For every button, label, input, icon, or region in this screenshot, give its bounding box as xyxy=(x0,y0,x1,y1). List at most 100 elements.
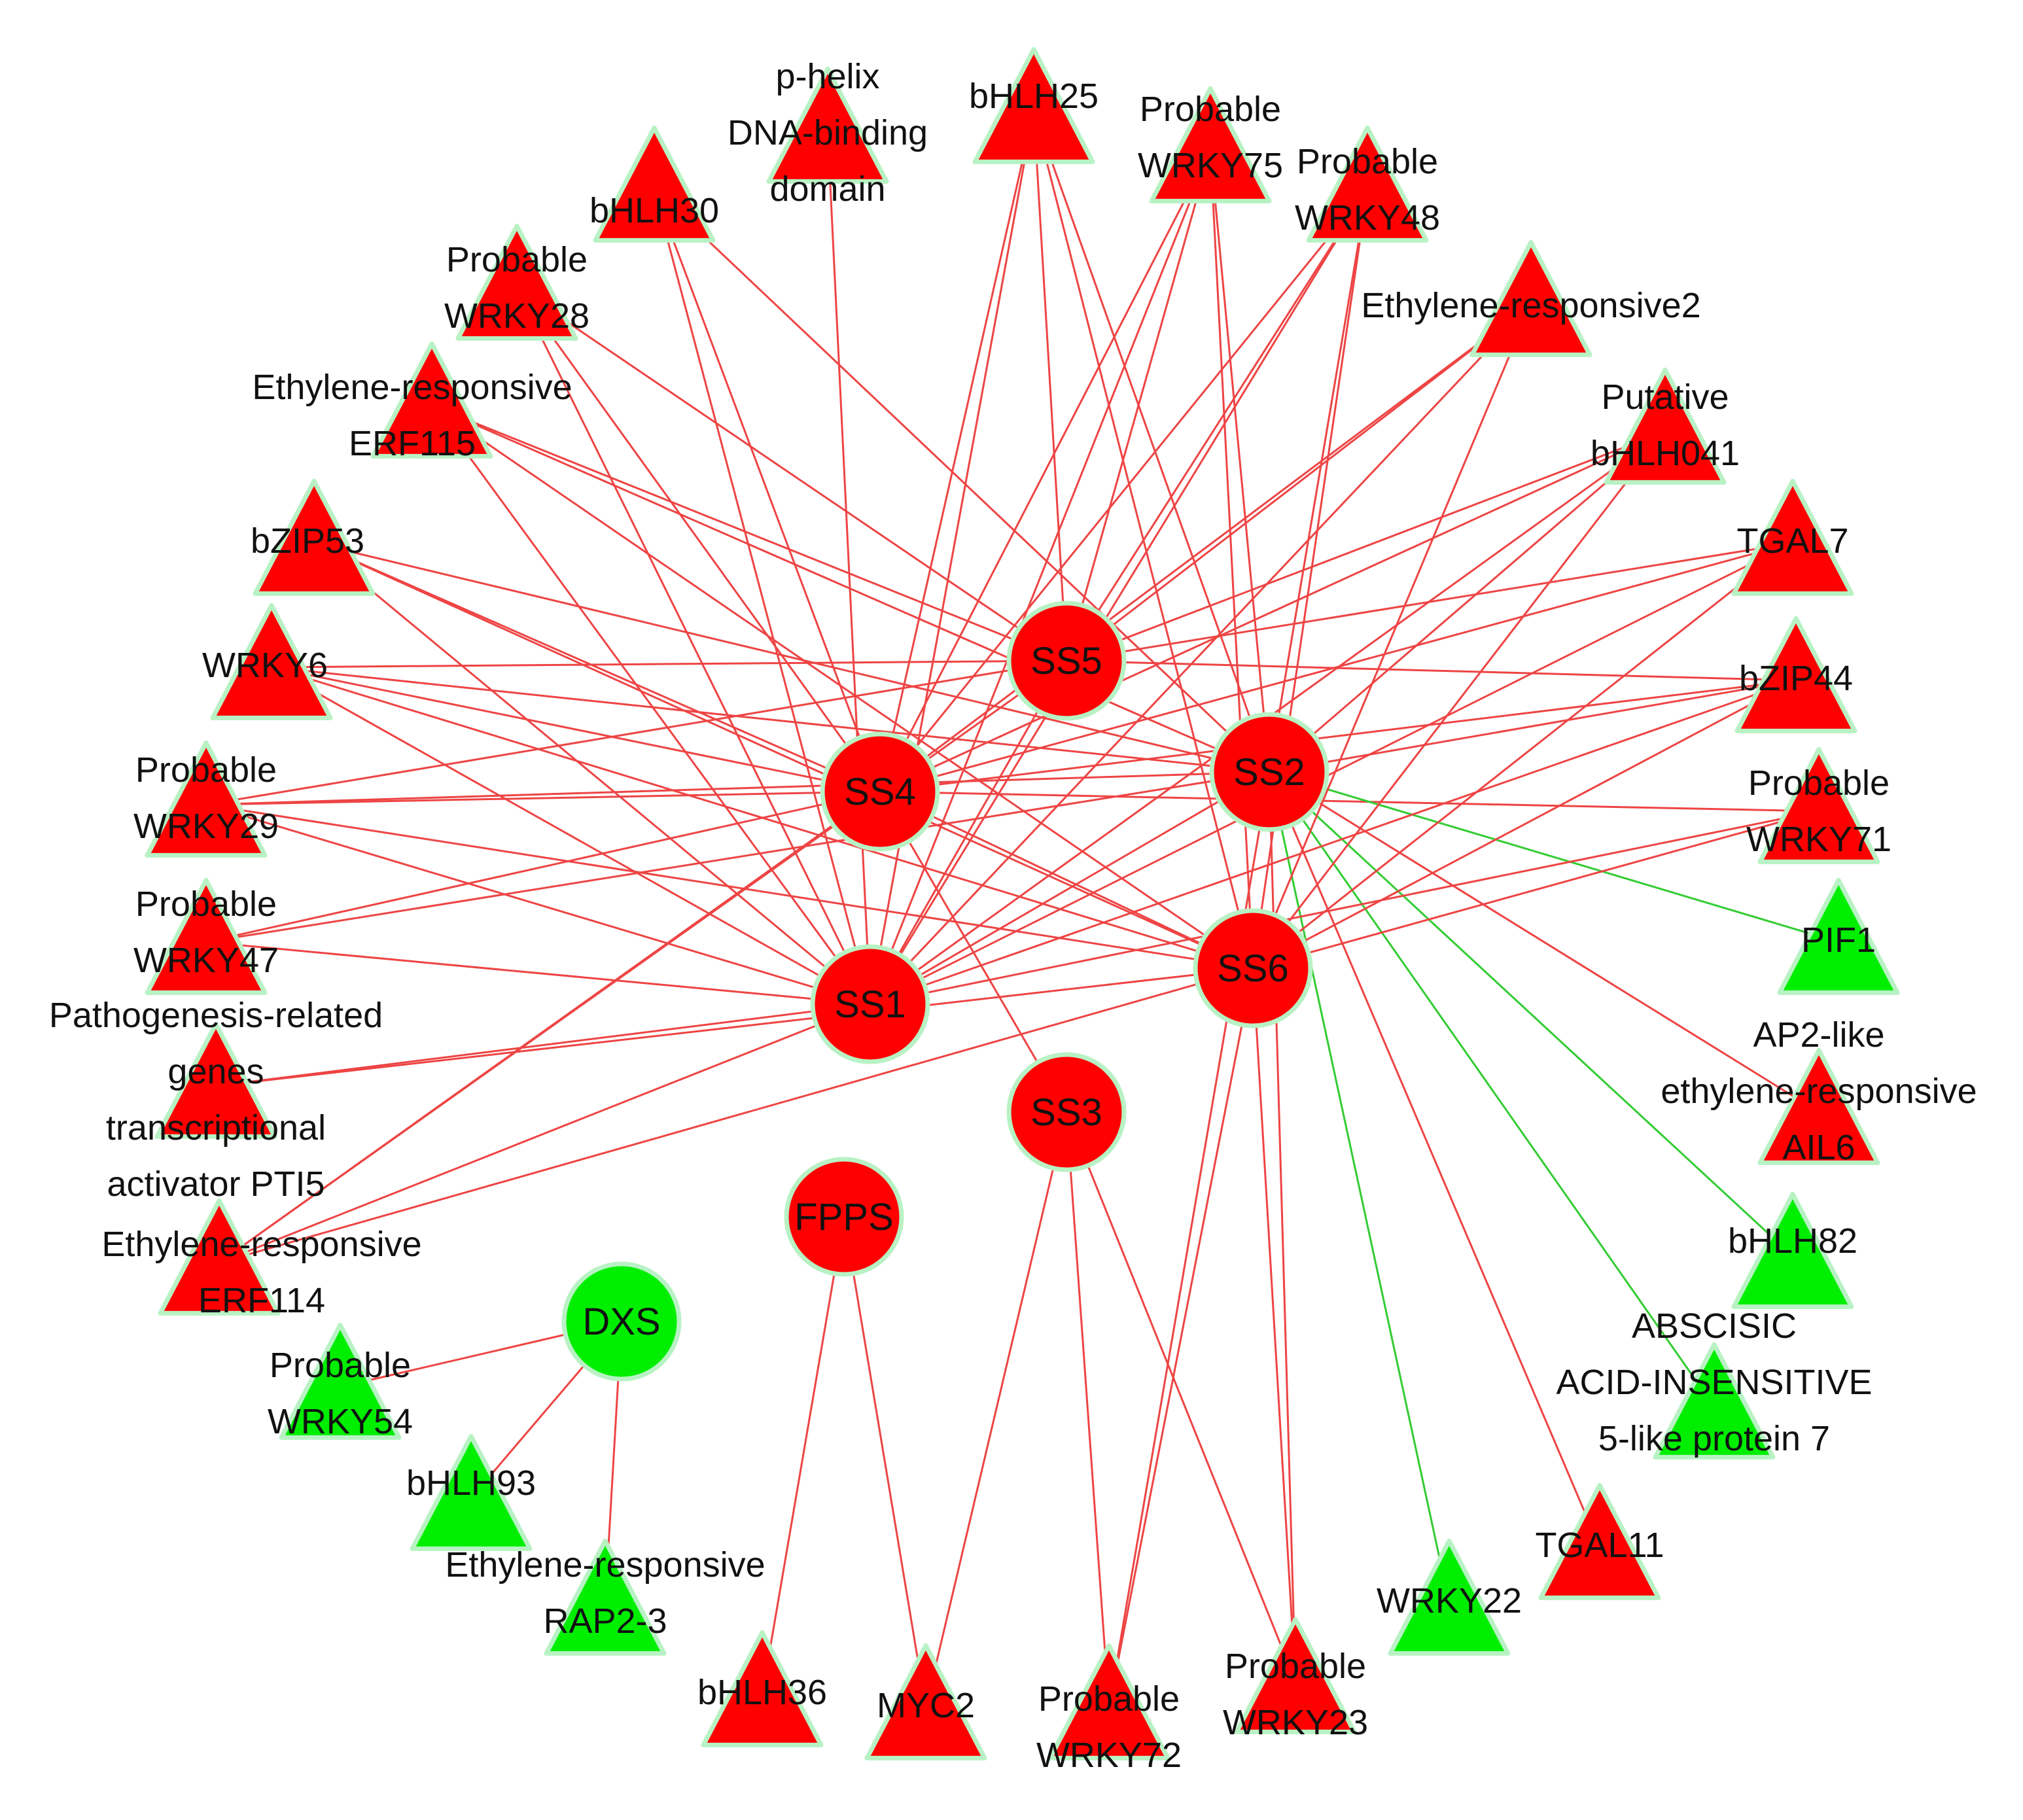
node-PIF1[interactable] xyxy=(1777,877,1900,995)
node-label-line: WRKY29 xyxy=(133,807,279,846)
node-label-SS6: SS6 xyxy=(1217,947,1289,990)
node-label-TGAL7: TGAL7 xyxy=(1736,521,1848,561)
node-MYC2[interactable] xyxy=(864,1643,987,1760)
node-WRKY29[interactable] xyxy=(145,740,268,858)
node-WRKY54[interactable] xyxy=(279,1322,402,1440)
node-label-line: domain xyxy=(769,169,885,209)
node-phelix[interactable] xyxy=(766,66,889,184)
node-label-WRKY6: WRKY6 xyxy=(202,646,328,685)
edge-SS6-PTI5 xyxy=(215,967,1254,1087)
node-label-bZIP44: bZIP44 xyxy=(1739,659,1853,698)
node-bHLH93[interactable] xyxy=(410,1433,533,1551)
edge-SS1-WRKY48 xyxy=(869,189,1369,1005)
edge-SS2-WRKY23 xyxy=(1268,771,1297,1682)
node-ERF115[interactable] xyxy=(370,341,493,459)
node-RAP23[interactable] xyxy=(544,1538,667,1656)
edge-SS4-WRKY29 xyxy=(205,790,881,806)
node-ERF114[interactable] xyxy=(158,1198,281,1316)
node-WRKY71[interactable] xyxy=(1757,746,1880,864)
node-ABI5[interactable] xyxy=(1653,1342,1776,1460)
node-ER2[interactable] xyxy=(1469,239,1592,357)
node-WRKY28[interactable] xyxy=(455,223,578,341)
node-label-line: ERF114 xyxy=(198,1281,325,1320)
edge-FPPS-bHLH36 xyxy=(761,1216,845,1695)
node-DXS[interactable] xyxy=(561,1261,682,1382)
node-label-line: DNA-binding xyxy=(728,113,928,152)
node-label-line: Ethylene-responsive xyxy=(101,1225,421,1264)
edge-SS2-WRKY6 xyxy=(271,666,1270,773)
node-SS2[interactable] xyxy=(1209,712,1329,832)
node-label-line: Probable xyxy=(135,884,277,924)
edge-SS1-WRKY75 xyxy=(869,150,1212,1005)
node-SS4[interactable] xyxy=(820,731,940,852)
node-label-line: SS5 xyxy=(1030,640,1102,682)
node-label-line: bZIP44 xyxy=(1739,659,1853,698)
node-label-line: WRKY22 xyxy=(1377,1581,1522,1620)
edge-SS2-TGAL11 xyxy=(1268,771,1601,1548)
node-WRKY47[interactable] xyxy=(145,877,268,995)
node-bZIP53[interactable] xyxy=(253,478,376,596)
node-label-line: Probable xyxy=(1038,1679,1180,1719)
node-PTI5[interactable] xyxy=(154,1021,277,1139)
node-SS3[interactable] xyxy=(1006,1052,1127,1172)
node-label-line: ethylene-responsive xyxy=(1661,1072,1977,1111)
edge-SS2-WRKY29 xyxy=(205,771,1270,806)
edge-SS1-WRKY29 xyxy=(205,803,871,1006)
node-label-bZIP53: bZIP53 xyxy=(251,521,364,561)
node-label-line: 5-like protein 7 xyxy=(1598,1419,1830,1458)
node-label-line: WRKY71 xyxy=(1746,820,1891,859)
node-WRKY75[interactable] xyxy=(1149,86,1272,203)
edge-SS2-bHLH041 xyxy=(1269,430,1666,773)
edge-SS2-bHLH25 xyxy=(1032,111,1271,773)
node-TGAL11[interactable] xyxy=(1538,1482,1661,1600)
node-label-line: Probable xyxy=(446,240,588,279)
edge-SS1-bHLH25 xyxy=(869,111,1035,1005)
node-label-line: SS6 xyxy=(1217,947,1289,990)
node-WRKY72[interactable] xyxy=(1047,1643,1170,1760)
node-label-bHLH25: bHLH25 xyxy=(969,77,1099,116)
node-bHLH82[interactable] xyxy=(1731,1191,1854,1309)
node-SS5[interactable] xyxy=(1006,601,1127,721)
node-label-line: Probable xyxy=(135,750,277,790)
node-SS6[interactable] xyxy=(1193,908,1313,1028)
edge-SS6-bHLH25 xyxy=(1032,111,1254,969)
node-WRKY48[interactable] xyxy=(1306,125,1429,243)
node-bHLH25[interactable] xyxy=(972,46,1095,164)
node-label-line: ABSCISIC xyxy=(1632,1306,1797,1346)
node-WRKY23[interactable] xyxy=(1234,1617,1357,1734)
node-bZIP44[interactable] xyxy=(1734,616,1857,733)
node-label-line: bHLH82 xyxy=(1728,1221,1857,1261)
node-bHLH041[interactable] xyxy=(1604,367,1727,485)
node-SS1[interactable] xyxy=(810,944,930,1064)
node-label-TGAL11: TGAL11 xyxy=(1535,1526,1664,1565)
edge-SS4-WRKY71 xyxy=(879,790,1820,813)
edge-SS6-WRKY72 xyxy=(1108,968,1254,1708)
node-bHLH36[interactable] xyxy=(701,1630,824,1747)
node-TGAL7[interactable] xyxy=(1731,478,1854,596)
node-label-line: WRKY6 xyxy=(202,646,328,685)
node-bHLH30[interactable] xyxy=(593,125,716,243)
node-WRKY22[interactable] xyxy=(1388,1538,1511,1656)
node-label-bHLH82: bHLH82 xyxy=(1728,1221,1857,1261)
node-label-line: p-helix xyxy=(775,57,879,96)
node-label-line: PIF1 xyxy=(1801,920,1876,960)
node-AIL6[interactable] xyxy=(1757,1047,1880,1165)
node-label-bHLH30: bHLH30 xyxy=(589,191,719,230)
node-label-line: Putative xyxy=(1601,377,1729,417)
edge-SS5-WRKY6 xyxy=(271,659,1067,669)
node-label-line: bZIP53 xyxy=(251,521,364,561)
node-label-line: bHLH25 xyxy=(969,77,1099,116)
node-WRKY6[interactable] xyxy=(210,603,333,720)
node-FPPS[interactable] xyxy=(784,1157,904,1277)
node-label-line: bHLH041 xyxy=(1591,434,1740,473)
edge-SS6-WRKY6 xyxy=(271,666,1254,970)
